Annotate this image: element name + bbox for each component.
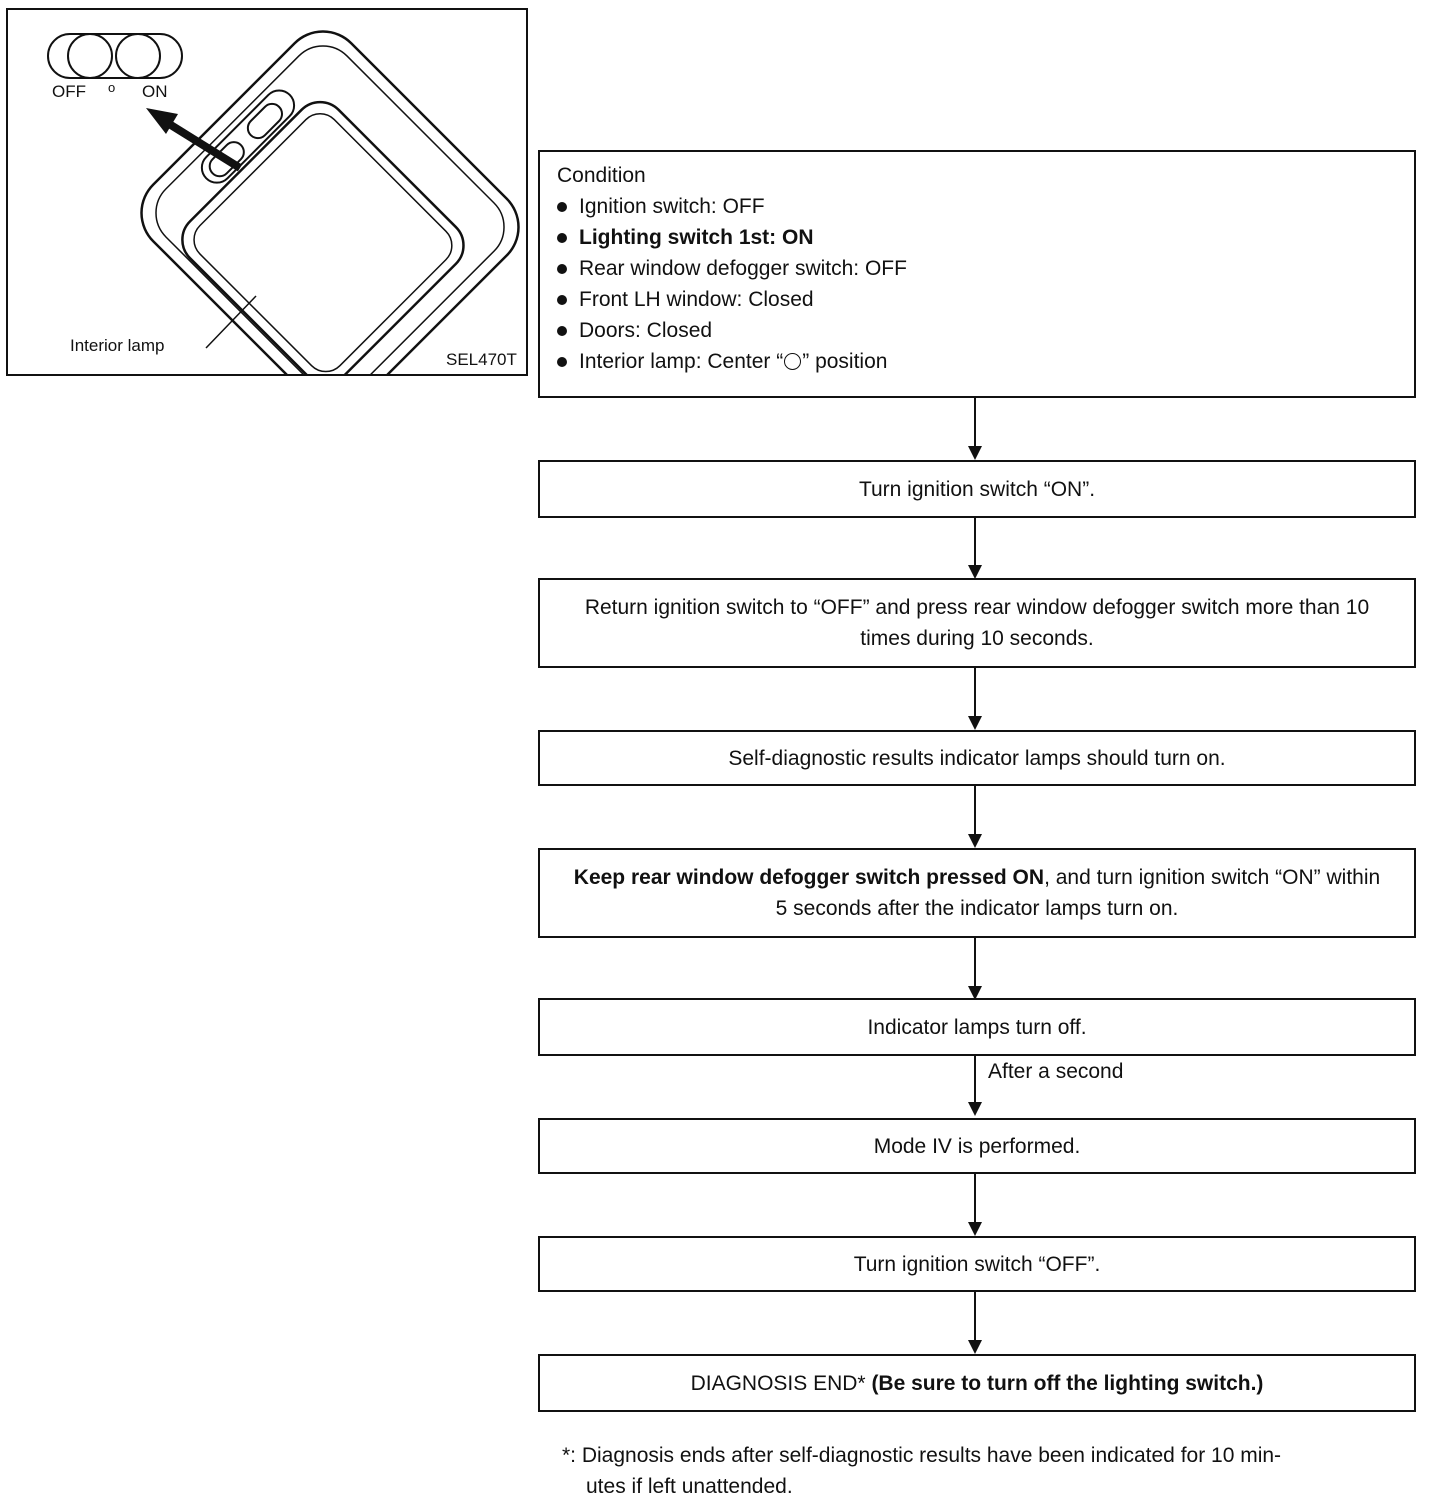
arrow-down-icon (968, 716, 982, 730)
interior-lamp-callout: Interior lamp (70, 336, 165, 355)
condition-item: Lighting switch 1st: ON (557, 222, 1414, 253)
center-position-circle-icon (784, 353, 802, 370)
step-indicator-lamps-on: Self-diagnostic results indicator lamps … (538, 730, 1416, 786)
bullet-icon (557, 294, 567, 305)
diagnosis-end-box: DIAGNOSIS END* (Be sure to turn off the … (538, 1354, 1416, 1412)
figure-ref-code: SEL470T (446, 350, 517, 369)
footnote-line: *: Diagnosis ends after self-diagnostic … (562, 1444, 1282, 1467)
arrow-down-icon (968, 565, 982, 579)
step-return-ignition-press-defogger: Return ignition switch to “OFF” and pres… (538, 578, 1416, 668)
flow-connector (974, 398, 976, 448)
flow-connector (974, 938, 976, 986)
condition-item: Interior lamp: Center “” position (557, 346, 1414, 377)
flow-connector (974, 1056, 976, 1104)
switch-center-label: o (108, 80, 116, 95)
condition-item: Doors: Closed (557, 315, 1414, 346)
flow-connector (974, 786, 976, 836)
bullet-icon (557, 263, 567, 274)
interior-lamp-figure: OFF o ON Interior lamp SEL470T (6, 8, 528, 376)
footnote-line: utes if left unattended. (586, 1475, 793, 1498)
arrow-down-icon (968, 1340, 982, 1354)
condition-list: Ignition switch: OFF Lighting switch 1st… (540, 191, 1414, 377)
step-turn-ignition-off: Turn ignition switch “OFF”. (538, 1236, 1416, 1292)
step-keep-defogger-pressed: Keep rear window defogger switch pressed… (538, 848, 1416, 938)
flow-connector (974, 668, 976, 716)
step-indicator-lamps-off: Indicator lamps turn off. (538, 998, 1416, 1056)
arrow-down-icon (968, 446, 982, 460)
condition-item: Front LH window: Closed (557, 284, 1414, 315)
interior-lamp-illustration (47, 30, 520, 374)
switch-off-label: OFF (52, 82, 86, 101)
switch-on-label: ON (142, 82, 168, 101)
flow-connector (974, 1292, 976, 1342)
bullet-icon (557, 325, 567, 336)
step-mode-iv: Mode IV is performed. (538, 1118, 1416, 1174)
flow-connector (974, 518, 976, 567)
delay-label: After a second (988, 1060, 1124, 1083)
condition-title: Condition (557, 164, 646, 187)
bullet-icon (557, 356, 567, 367)
arrow-down-icon (968, 986, 982, 1000)
arrow-down-icon (968, 1102, 982, 1116)
bullet-icon (557, 232, 567, 243)
condition-box: Condition Ignition switch: OFF Lighting … (538, 150, 1416, 398)
footnote: *: Diagnosis ends after self-diagnostic … (562, 1440, 1422, 1502)
arrow-down-icon (968, 834, 982, 848)
condition-item: Rear window defogger switch: OFF (557, 253, 1414, 284)
condition-item: Ignition switch: OFF (557, 191, 1414, 222)
bullet-icon (557, 201, 567, 212)
step-turn-ignition-on: Turn ignition switch “ON”. (538, 460, 1416, 518)
flow-connector (974, 1174, 976, 1224)
arrow-down-icon (968, 1222, 982, 1236)
